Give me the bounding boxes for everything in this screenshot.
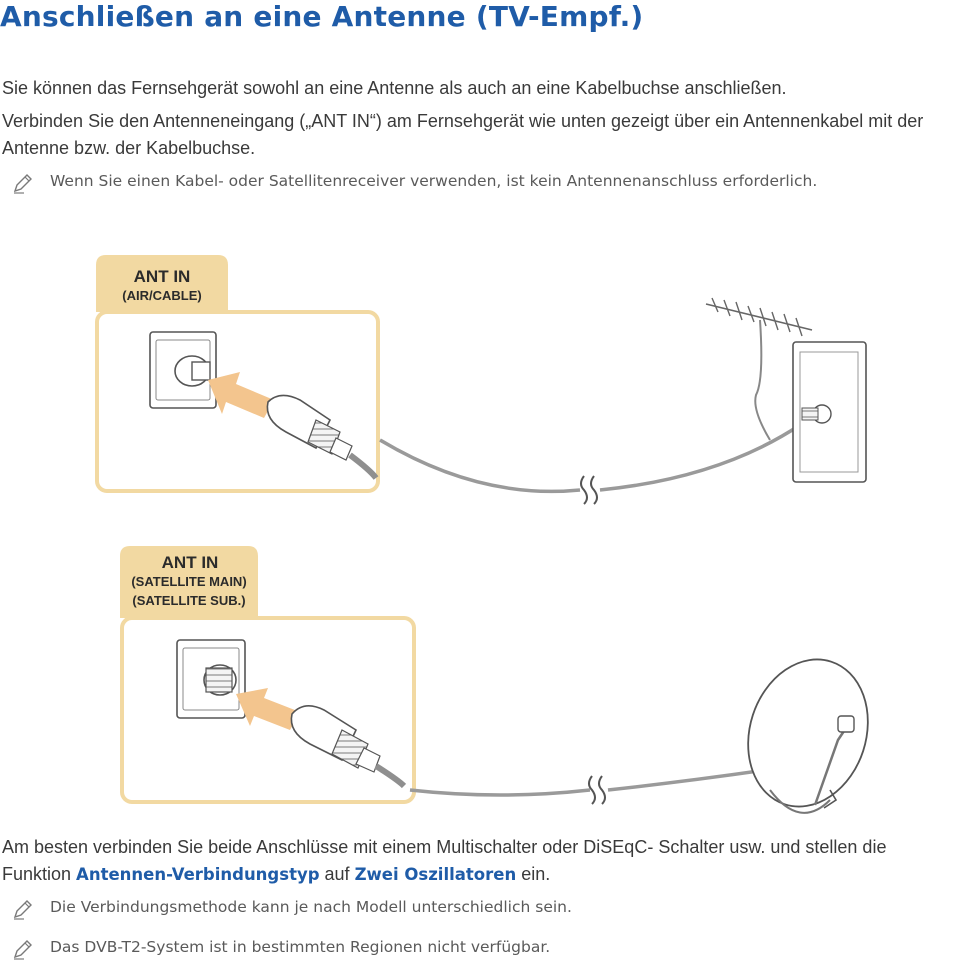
panel-air-cable: ANT IN (AIR/CABLE): [95, 255, 867, 505]
cable-1: [348, 452, 379, 480]
coax-connector-icon: [290, 705, 381, 773]
note-pencil-icon: [12, 898, 34, 925]
note-3: Das DVB-T2-System ist in bestimmten Regi…: [12, 938, 952, 960]
cable-2-run: [409, 788, 591, 797]
note-pencil-icon: [12, 172, 34, 199]
panel-2-label-satellite-sub: (SATELLITE SUB.): [132, 593, 245, 608]
cable-2: [374, 763, 407, 789]
page-title: Anschließen an eine Antenne (TV-Empf.): [0, 0, 644, 33]
note-1-text: Wenn Sie einen Kabel- oder Satellitenrec…: [50, 172, 818, 190]
bottom-text-post: ein.: [516, 864, 551, 884]
bottom-text-pre: Am besten verbinden Sie beide Anschlüsse…: [2, 837, 887, 884]
satellite-dish-icon: [747, 658, 869, 814]
cable-1-break: [580, 475, 598, 505]
panel-1-label-air-cable: (AIR/CABLE): [122, 288, 201, 303]
bottom-paragraph: Am besten verbinden Sie beide Anschlüsse…: [2, 834, 960, 888]
note-2: Die Verbindungsmethode kann je nach Mode…: [12, 898, 952, 920]
setting-zwei-oszillatoren: Zwei Oszillatoren: [354, 865, 517, 884]
wall-socket-icon: [176, 639, 246, 719]
insert-arrow-1: [208, 372, 274, 418]
cable-1-run: [379, 438, 581, 494]
insert-arrow-2: [236, 688, 300, 730]
note-1: Wenn Sie einen Kabel- oder Satellitenrec…: [12, 172, 952, 194]
panel-2-label-satellite-main: (SATELLITE MAIN): [131, 574, 246, 589]
panel-2-label-ant-in: ANT IN: [162, 553, 219, 572]
panel-satellite: ANT IN (SATELLITE MAIN) (SATELLITE SUB.): [120, 546, 869, 814]
wall-socket-icon: [149, 331, 217, 409]
setting-antennen-verbindungstyp: Antennen-Verbindungstyp: [76, 865, 320, 884]
panel-1-label-ant-in: ANT IN: [134, 267, 191, 286]
note-pencil-icon: [12, 938, 34, 965]
cable-2-break: [588, 775, 606, 805]
bottom-text-mid: auf: [319, 864, 355, 884]
wall-plate-icon: [792, 341, 867, 483]
intro-paragraph-2: Verbinden Sie den Antenneneingang („ANT …: [2, 111, 924, 158]
intro-paragraph-1: Sie können das Fernsehgerät sowohl an ei…: [2, 78, 787, 98]
antenna-icon: [705, 297, 813, 441]
note-3-text: Das DVB-T2-System ist in bestimmten Regi…: [50, 938, 551, 956]
cable-1-run-right: [599, 423, 801, 492]
note-2-text: Die Verbindungsmethode kann je nach Mode…: [50, 898, 572, 916]
coax-connector-icon: [266, 394, 353, 461]
